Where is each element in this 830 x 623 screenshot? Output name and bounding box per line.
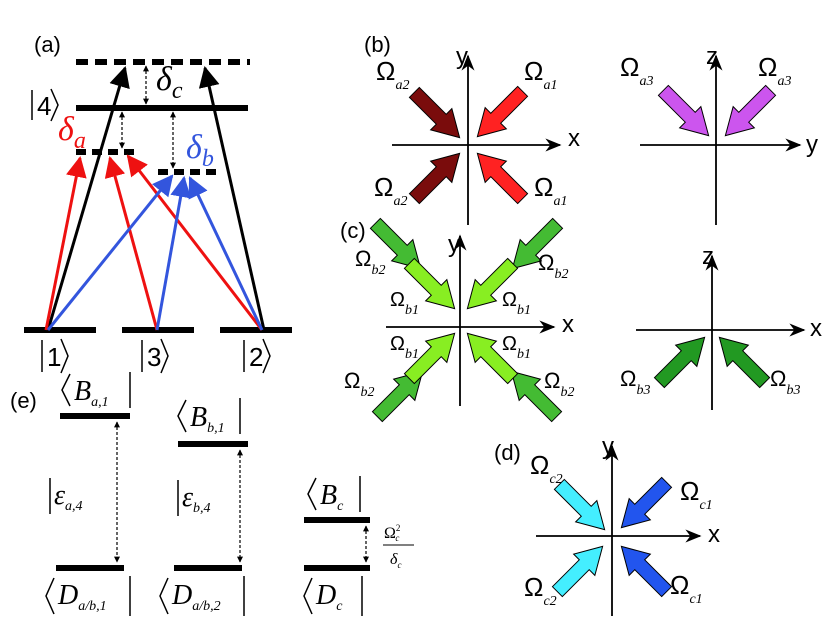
beam-b3-right: [708, 326, 776, 394]
transition-red-2: [126, 154, 264, 331]
bra-B-c: Bc: [307, 476, 361, 514]
svg-text:εb,4: εb,4: [182, 482, 211, 516]
omega-a3-left: Ωa3: [620, 52, 653, 89]
omega-b1-inner-bl: Ωb1: [390, 333, 419, 362]
panel-c-label: (c): [340, 218, 366, 243]
transition-blue-3: [155, 175, 192, 331]
panel-d-label: (d): [494, 440, 521, 465]
axis-label-y-d: y: [602, 433, 614, 460]
svg-text:Da/b,2: Da/b,2: [171, 580, 221, 614]
bra-D-ab1: Da/b,1: [45, 576, 131, 616]
beam-a3-left: [652, 79, 720, 147]
panel-a: (a) δc δa δ: [24, 32, 292, 374]
bra-eps-a4: εa,4: [49, 478, 83, 514]
omega-c1-bottom: Ωc1: [670, 570, 703, 607]
omega-a3-right: Ωa3: [758, 52, 791, 89]
omega-b1-inner-tl: Ωb1: [390, 289, 419, 318]
panel-a-label: (a): [34, 32, 61, 57]
bra-D-c: Dc: [303, 576, 363, 616]
ket-2: 2: [243, 338, 271, 374]
omega-b1-inner-br: Ωb1: [502, 333, 531, 362]
svg-text:Dc: Dc: [315, 580, 343, 614]
omega-c1-top: Ωc1: [680, 476, 713, 513]
transition-blue-1: [46, 174, 174, 331]
axis-label-x-c-right: x: [810, 315, 822, 342]
omega-a2-top: Ωa2: [376, 56, 409, 93]
axis-label-x-c: x: [562, 311, 574, 338]
beam-a2-top: [403, 81, 471, 149]
beam-a3-right: [714, 79, 782, 147]
omega-c2-bottom: Ωc2: [524, 572, 557, 609]
panel-e-label: (e): [10, 388, 37, 413]
ket-1: 1: [41, 338, 69, 374]
svg-text:2: 2: [249, 342, 263, 372]
omega-b3-right: Ωb3: [770, 366, 800, 398]
axis-label-z: z: [706, 43, 718, 70]
transition-red-1: [44, 155, 87, 331]
bra-B-a1: Ba,1: [61, 372, 131, 410]
omega-b3-left: Ωb3: [620, 366, 650, 398]
panel-e: (e) Ba,1 Bb,1 Bc: [10, 372, 414, 616]
axis-label-y: y: [456, 43, 468, 70]
svg-text:3: 3: [147, 342, 161, 372]
omega-c2-top: Ωc2: [530, 450, 563, 487]
axis-label-y-right: y: [806, 131, 818, 158]
bra-eps-b4: εb,4: [177, 480, 211, 516]
delta-c-label: δc: [156, 61, 183, 104]
svg-text:Bc: Bc: [320, 480, 344, 514]
beam-c1-bottom: [610, 535, 678, 603]
beam-a2-bottom: [403, 142, 471, 210]
beam-a1-bottom: [466, 142, 534, 210]
omega-b1-inner-tr: Ωb1: [502, 289, 531, 318]
axis-label-x-d: x: [708, 521, 720, 548]
omega-a1-top: Ωa1: [524, 56, 557, 93]
omega-b2-outer-tl: Ωb2: [355, 246, 385, 278]
transition-black-right: [198, 65, 266, 331]
delta-b-label: δb: [186, 129, 214, 172]
axis-label-z-c: z: [702, 243, 714, 270]
panel-d: (d) x y Ωc2 Ωc1 Ωc2 Ωc1: [494, 433, 720, 616]
omega-b2-outer-br: Ωb2: [544, 368, 574, 400]
omega-b2-outer-bl: Ωb2: [344, 368, 374, 400]
beam-b3-left: [648, 326, 716, 394]
svg-text:Bb,1: Bb,1: [190, 402, 225, 436]
omega-a1-bottom: Ωa1: [534, 172, 567, 209]
omega-b2-outer-tr: Ωb2: [538, 250, 568, 282]
delta-a-label: δa: [58, 111, 86, 154]
bra-D-ab2: Da/b,2: [159, 576, 245, 616]
ket-4: 4: [31, 88, 59, 122]
svg-text:Da/b,1: Da/b,1: [57, 580, 107, 614]
beam-c1-top: [610, 471, 678, 539]
axis-label-y-c: y: [448, 231, 460, 258]
omega-a2-bottom: Ωa2: [374, 172, 407, 209]
beam-a1-top: [466, 80, 534, 148]
svg-text:Ba,1: Ba,1: [74, 376, 109, 410]
svg-text:Ω2c: Ω2c: [384, 523, 400, 543]
ket-3: 3: [141, 338, 169, 374]
bra-B-b1: Bb,1: [177, 398, 241, 436]
axis-label-x: x: [568, 125, 580, 152]
beam-c2-bottom: [546, 535, 614, 603]
transition-black-left: [46, 65, 130, 331]
panel-b-label: (b): [364, 32, 391, 57]
svg-text:δc: δc: [390, 551, 401, 570]
transition-red-3: [104, 155, 159, 331]
panel-b: (b) x y Ωa2 Ωa1 Ωa2 Ωa1 y z Ωa3 Ωa3: [364, 32, 818, 225]
svg-text:1: 1: [47, 342, 61, 372]
panel-c: (c) x y Ωb2 Ωb2 Ωb1 Ωb1 Ωb1 Ωb1 Ωb2 Ωb2 …: [340, 212, 822, 428]
svg-text:εa,4: εa,4: [54, 480, 83, 514]
svg-text:4: 4: [37, 91, 51, 121]
transition-blue-2: [188, 176, 264, 331]
